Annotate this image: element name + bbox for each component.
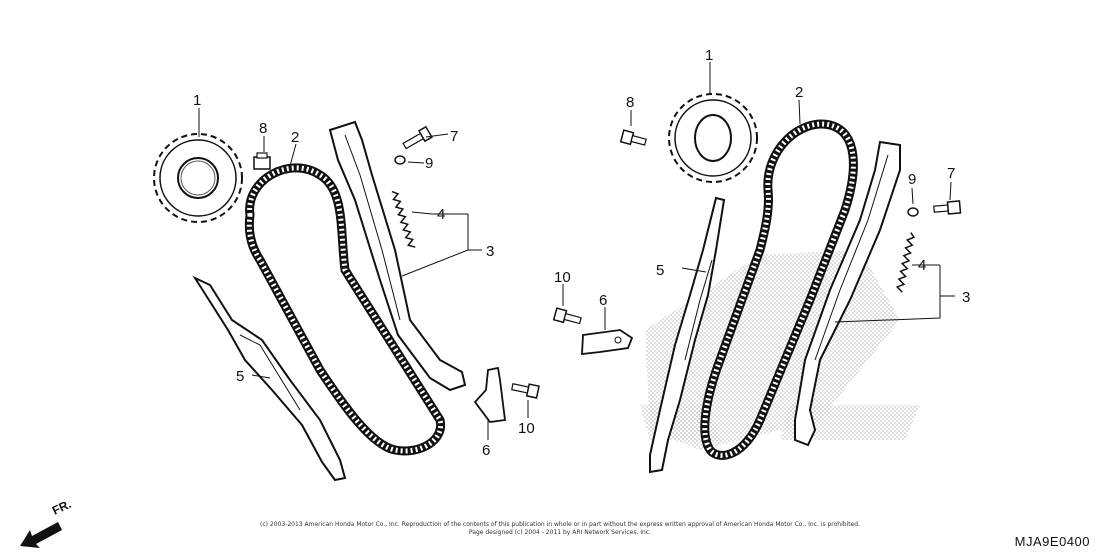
callout-7-right: 7 <box>947 165 955 182</box>
callout-3-right: 3 <box>962 289 970 306</box>
bolt-8-left <box>253 152 271 170</box>
callout-8-left: 8 <box>259 120 267 137</box>
bolt-7-left <box>402 125 433 150</box>
callout-3-left: 3 <box>486 243 494 260</box>
copyright-line-2: Page designed (c) 2004 - 2011 by ARI Net… <box>468 529 652 536</box>
callout-1-left: 1 <box>193 92 201 109</box>
cam-sprocket-left <box>153 133 243 223</box>
bolt-10-right <box>552 307 582 325</box>
chain-guide-right <box>649 196 726 474</box>
cam-chain-left <box>244 163 446 456</box>
callout-6-left: 6 <box>482 442 490 459</box>
callout-2-left: 2 <box>291 129 299 146</box>
callout-6-right: 6 <box>599 292 607 309</box>
chain-guide-left <box>192 275 347 482</box>
callout-5-right: 5 <box>656 262 664 279</box>
cam-chain-right <box>700 119 858 460</box>
callout-9-left: 9 <box>425 155 433 172</box>
bolt-7-right <box>933 200 962 215</box>
callout-1-right: 1 <box>705 47 713 64</box>
callout-2-right: 2 <box>795 84 803 101</box>
bolt-10-left <box>511 383 540 399</box>
leader-lines-left <box>198 108 529 440</box>
cam-sprocket-right <box>668 93 758 183</box>
guide-plate-6-left <box>473 366 507 423</box>
left-assembly: 1 8 2 7 9 4 3 5 6 10 <box>153 92 540 482</box>
washer-9-right <box>907 207 919 217</box>
tensioner-spring-right <box>895 232 916 293</box>
callout-5-left: 5 <box>236 368 244 385</box>
copyright-line-1: (c) 2003-2013 American Honda Motor Co., … <box>260 521 860 528</box>
callout-9-right: 9 <box>908 171 916 188</box>
callout-10-right: 10 <box>554 269 571 286</box>
tensioner-arm-right <box>794 140 901 447</box>
copyright-notice: (c) 2003-2013 American Honda Motor Co., … <box>250 521 870 537</box>
right-assembly: 1 8 2 9 7 5 4 3 10 6 <box>552 47 970 474</box>
front-arrow-icon <box>20 522 62 548</box>
callout-4-left: 4 <box>437 206 445 223</box>
leader-lines-right <box>562 62 955 330</box>
washer-9-left <box>394 155 406 165</box>
guide-plate-6-right <box>581 329 634 356</box>
tensioner-spring-left <box>391 190 416 248</box>
bolt-8-right <box>619 129 647 146</box>
callout-8-right: 8 <box>626 94 634 111</box>
callout-10-left: 10 <box>518 420 535 437</box>
diagram-code: MJA9E0400 <box>1014 534 1090 549</box>
callout-4-right: 4 <box>918 257 926 274</box>
callout-7-left: 7 <box>450 128 458 145</box>
